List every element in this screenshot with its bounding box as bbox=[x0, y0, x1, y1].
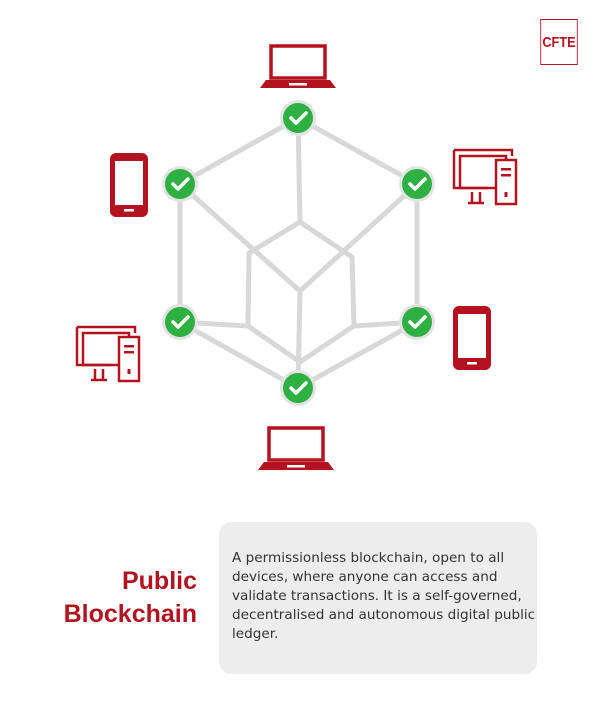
node-check-icon bbox=[160, 164, 200, 204]
phone-icon bbox=[110, 153, 148, 217]
description-box: A permissionless blockchain, open to all… bbox=[219, 522, 537, 674]
phone-icon bbox=[453, 306, 491, 370]
node-check-icon bbox=[278, 368, 318, 408]
laptop-icon bbox=[258, 44, 338, 90]
title-line-1: Public bbox=[121, 567, 197, 595]
cfte-logo: CFTE bbox=[540, 19, 578, 65]
node-check-icon bbox=[397, 164, 437, 204]
desktop-icon bbox=[75, 325, 141, 383]
node-check-icon bbox=[397, 302, 437, 342]
page-title: Public Blockchain bbox=[64, 565, 197, 631]
laptop-icon bbox=[256, 426, 336, 472]
title-line-2: Blockchain bbox=[63, 600, 197, 628]
description-text: A permissionless blockchain, open to all… bbox=[232, 550, 536, 642]
node-check-icon bbox=[278, 98, 318, 138]
node-check-icon bbox=[160, 302, 200, 342]
network-edges bbox=[177, 115, 420, 391]
desktop-icon bbox=[452, 148, 518, 206]
blockchain-network-diagram bbox=[75, 44, 518, 472]
